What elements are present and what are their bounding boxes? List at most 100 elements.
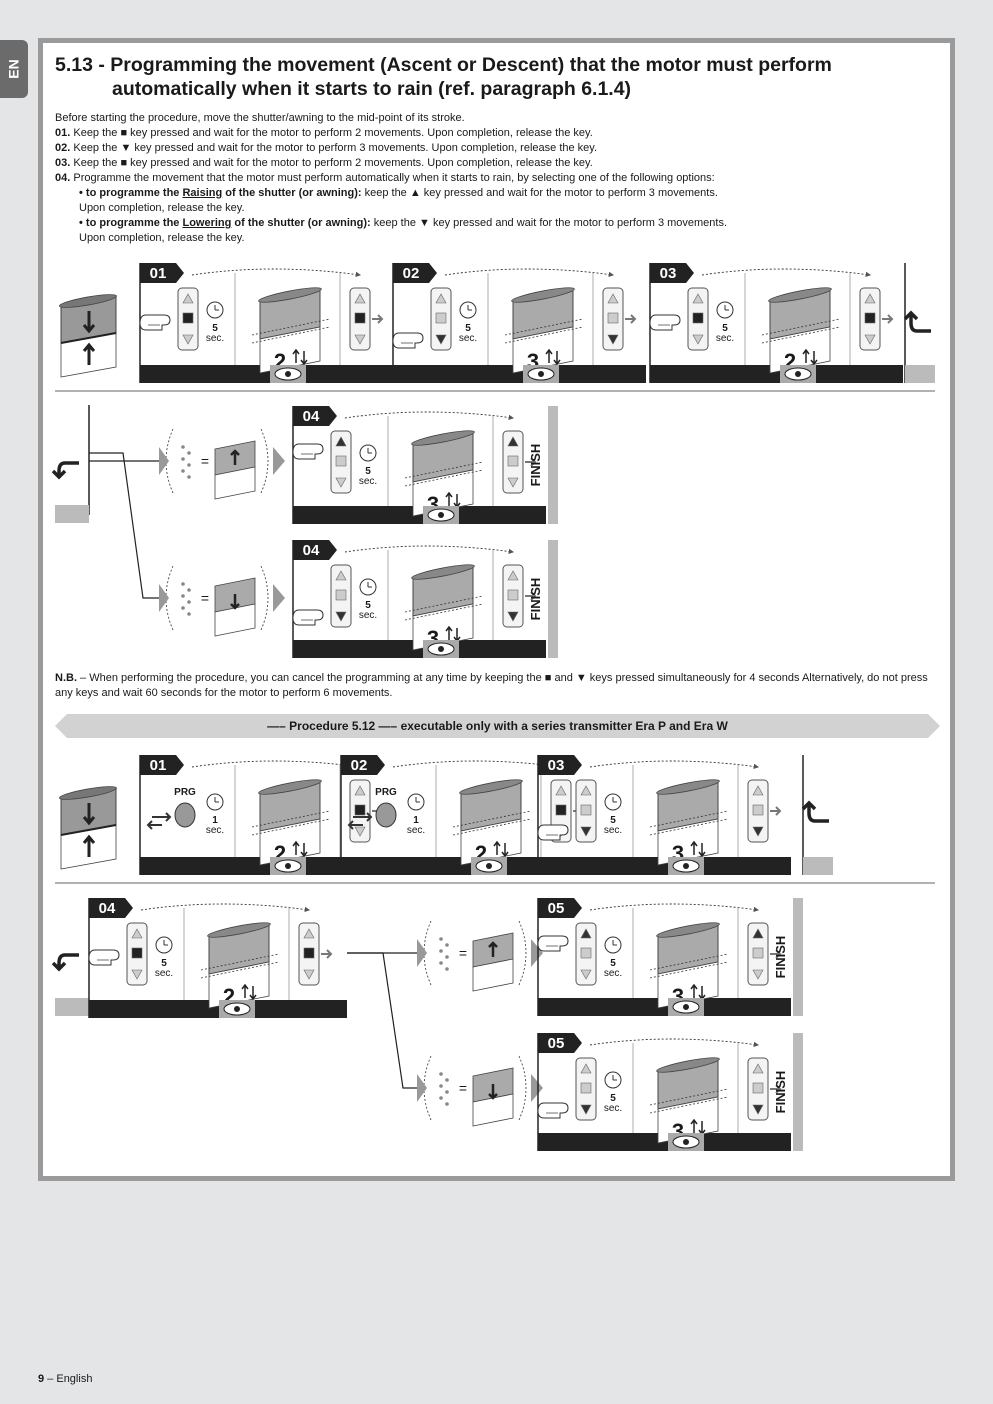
result-arrow-icon: [882, 314, 894, 324]
keypad-result-icon: [747, 779, 769, 843]
step-number: 03: [660, 265, 677, 282]
result-arrow-icon: [770, 1084, 782, 1094]
clock-icon: [604, 1071, 622, 1089]
up-down-arrows-icon: [241, 983, 257, 1001]
repeat-arrow-icon: [801, 800, 829, 823]
start-shutter-icon: [59, 294, 117, 378]
branch-connector: [89, 452, 163, 599]
seconds-value: 5: [465, 323, 471, 334]
hand-icon: [537, 1102, 569, 1119]
flow-arrow: [589, 1038, 760, 1048]
step-number: 02: [403, 265, 420, 282]
start-shutter-icon: [59, 786, 117, 870]
next-arrow-icon: [273, 584, 285, 612]
row-end-bar: [905, 365, 935, 383]
step-01: 01. Keep the ■ key pressed and wait for …: [55, 127, 593, 139]
seconds-value: 5: [212, 323, 218, 334]
equals-sign: =: [201, 453, 209, 469]
step-badge: [140, 755, 184, 775]
step-badge: [293, 406, 337, 426]
section-title: 5.13 - Programming the movement (Ascent …: [55, 54, 832, 100]
next-arrow-icon: [159, 447, 169, 475]
hand-icon: [88, 949, 120, 966]
hand-icon: [292, 443, 324, 460]
shutter-icon: [761, 287, 841, 374]
step-badge: [538, 898, 582, 918]
panel-base-bar: [140, 857, 393, 875]
next-arrow-icon: [159, 584, 169, 612]
hand-icon: [292, 609, 324, 626]
seconds-value: 5: [161, 958, 167, 969]
eye-icon: [780, 365, 816, 383]
press-arrow-icon: [353, 812, 373, 822]
result-arrow-icon: [525, 457, 537, 467]
clock-icon: [206, 301, 224, 319]
option-raise: • to programme the Raising of the shutte…: [79, 187, 718, 199]
step-badge: [89, 898, 133, 918]
flow-arrow: [392, 760, 563, 770]
step-badge: [293, 540, 337, 560]
step-number: 04: [99, 900, 116, 917]
eye-icon: [423, 640, 459, 658]
panel-base-bar: [89, 1000, 347, 1018]
rain-lower-icon: =: [417, 1055, 543, 1127]
rain-raise-icon: =: [417, 920, 543, 992]
seconds-value: 5: [722, 323, 728, 334]
up-down-arrows-icon: [493, 840, 509, 858]
seconds-value: 5: [610, 1093, 616, 1104]
shutter-icon: [200, 922, 280, 1009]
flow-arrow: [191, 268, 362, 278]
eye-icon: [668, 857, 704, 875]
row-start-bar: [55, 505, 89, 523]
shutter-icon: [404, 430, 484, 517]
step-number: 02: [351, 757, 368, 774]
equals-sign: =: [459, 945, 467, 961]
rain-raise-icon: =: [159, 428, 285, 500]
press-arrow-icon: [152, 812, 172, 822]
keypad-result-icon: [349, 287, 371, 351]
finish-label: FINISH: [528, 578, 543, 621]
result-arrow-icon: [625, 314, 637, 324]
up-down-arrows-icon: [690, 983, 706, 1001]
row-end-bar: [803, 857, 833, 875]
next-arrow-icon: [417, 939, 427, 967]
up-down-arrows-icon: [802, 348, 818, 366]
keypad-icon: [330, 564, 352, 628]
seconds-value: 1: [212, 815, 218, 826]
flow-arrow: [344, 411, 515, 421]
clock-icon: [155, 936, 173, 954]
keypad-icon: [126, 922, 148, 986]
keypad-result-icon: [502, 564, 524, 628]
hand-icon: [537, 935, 569, 952]
option-lower: • to programme the Lowering of the shutt…: [79, 217, 728, 229]
shutter-icon: [452, 779, 532, 866]
clock-icon: [459, 301, 477, 319]
keypad-result-icon: [859, 287, 881, 351]
next-arrow-icon: [417, 1074, 427, 1102]
hand-icon: [649, 314, 681, 331]
instructions: Before starting the procedure, move the …: [55, 111, 935, 246]
prg-label: PRG: [375, 787, 397, 798]
hand-icon: [537, 824, 569, 841]
seconds-label: sec.: [459, 333, 477, 344]
up-down-arrows-icon: [445, 491, 461, 509]
clock-icon: [407, 793, 425, 811]
seconds-label: sec.: [206, 825, 224, 836]
keypad-icon: [575, 1057, 597, 1121]
eye-icon: [668, 1133, 704, 1151]
step-number: 04: [303, 408, 320, 425]
prg-label: PRG: [174, 787, 196, 798]
flow-arrow: [140, 903, 311, 913]
note: N.B. – When performing the procedure, yo…: [55, 672, 928, 699]
eye-icon: [423, 506, 459, 524]
keypad-icon: [687, 287, 709, 351]
keypad-result-icon: [747, 1057, 769, 1121]
clock-icon: [359, 578, 377, 596]
branch-connector: [347, 952, 423, 1089]
step-badge: [538, 755, 582, 775]
